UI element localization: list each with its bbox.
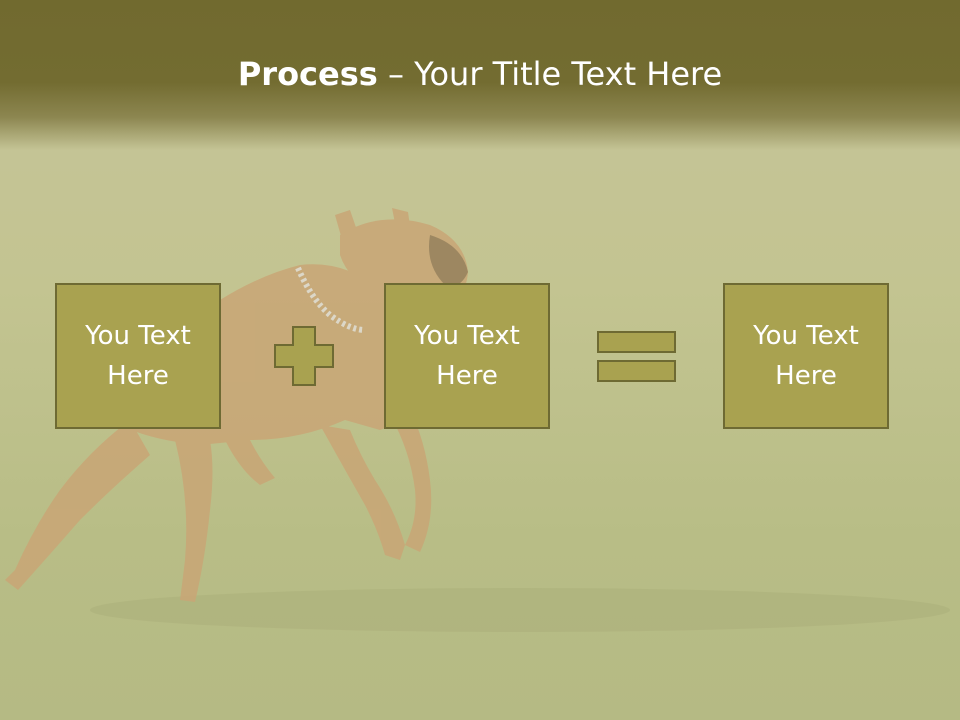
- plus-icon: [274, 326, 334, 386]
- process-box-label: You Text Here: [414, 321, 520, 391]
- title-bold: Process: [237, 55, 378, 93]
- title-band: [0, 0, 960, 150]
- process-box-2[interactable]: You Text Here: [384, 283, 550, 429]
- title-text: Your Title Text Here: [414, 55, 723, 93]
- process-box-3[interactable]: You Text Here: [723, 283, 889, 429]
- title-dash: –: [377, 55, 415, 93]
- process-box-1[interactable]: You Text Here: [55, 283, 221, 429]
- process-box-label: You Text Here: [753, 321, 859, 391]
- slide-title: Process – Your Title Text Here: [0, 52, 960, 96]
- equals-icon: [597, 331, 676, 382]
- process-box-label: You Text Here: [85, 321, 191, 391]
